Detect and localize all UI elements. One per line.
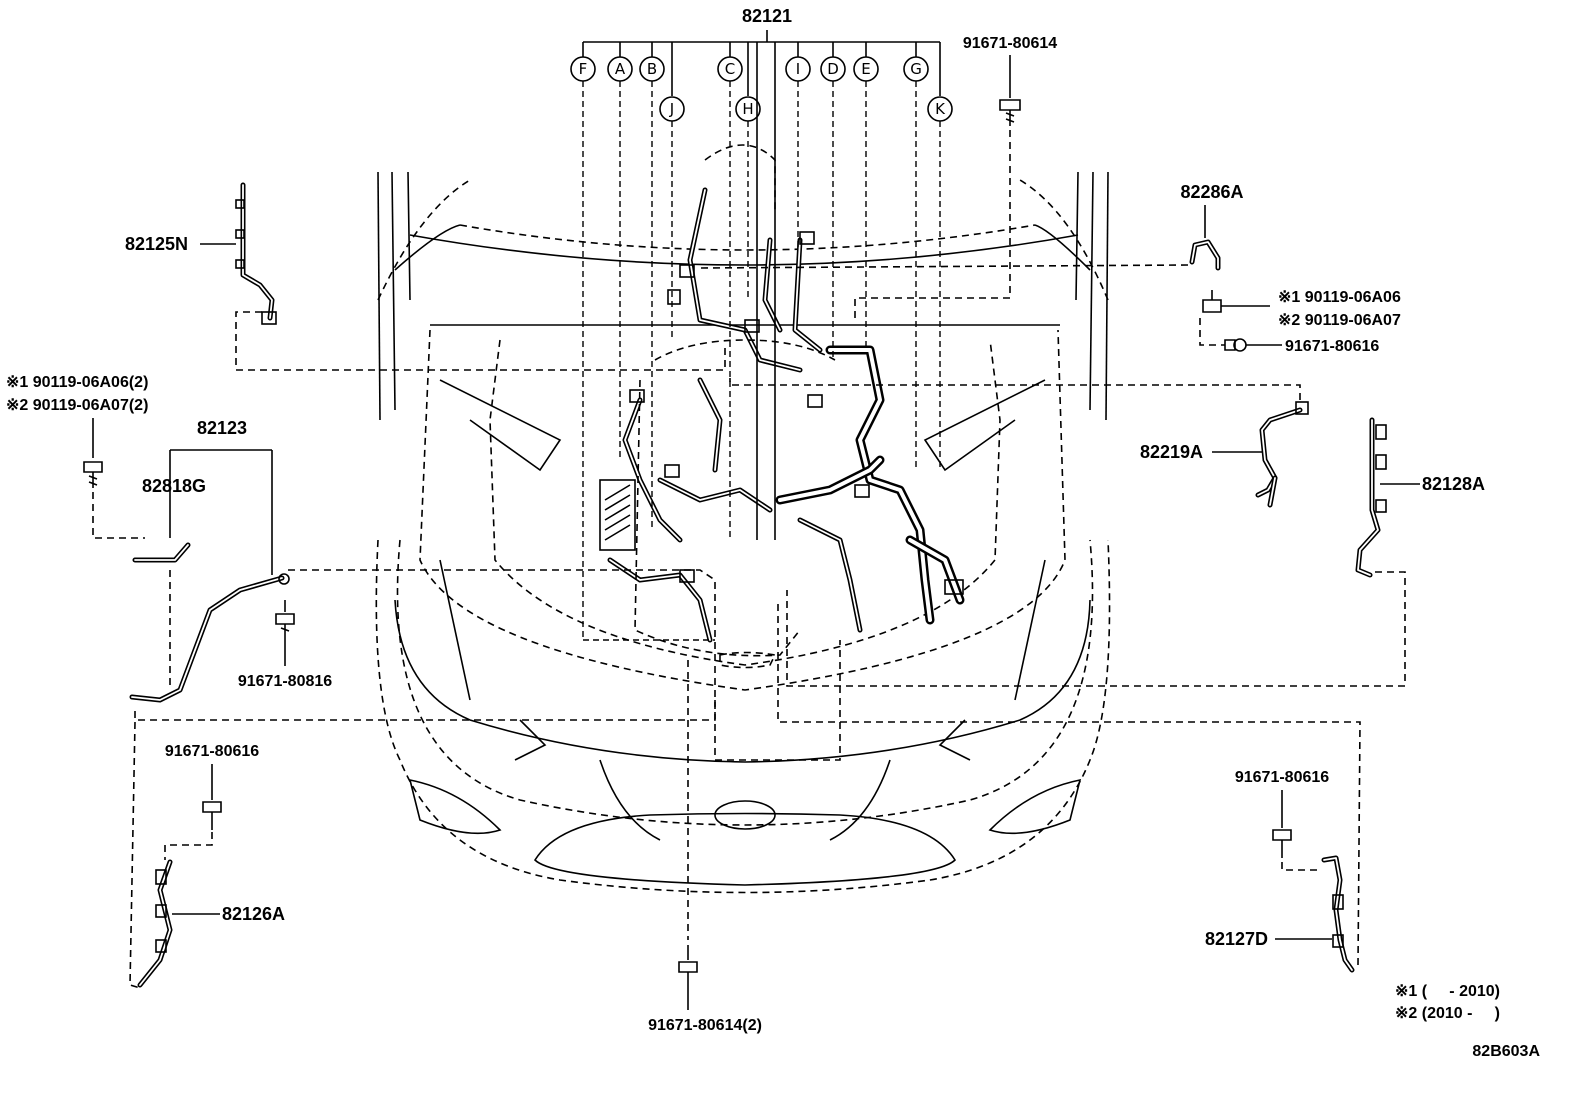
svg-text:A: A bbox=[615, 60, 626, 78]
part-82123: 82123 82818G bbox=[129, 418, 716, 721]
svg-text:F: F bbox=[579, 60, 588, 78]
callout-I: I bbox=[785, 56, 811, 82]
svg-text:※2 90119-06A07: ※2 90119-06A07 bbox=[1278, 312, 1401, 329]
engine-room-harness bbox=[599, 144, 965, 669]
svg-text:82125N: 82125N bbox=[125, 234, 188, 254]
svg-text:C: C bbox=[725, 60, 735, 78]
svg-text:91671-80614(2): 91671-80614(2) bbox=[648, 1017, 762, 1034]
svg-text:※1 90119-06A06: ※1 90119-06A06 bbox=[1278, 289, 1401, 306]
part-82286A: 82286A ※1 90119-06A06 ※2 90119-06A07 916… bbox=[699, 182, 1401, 355]
vehicle-body-outline bbox=[375, 171, 1111, 894]
part-82128A: 82128A bbox=[786, 417, 1485, 687]
svg-text:82126A: 82126A bbox=[222, 904, 285, 924]
callout-bracket-82121 bbox=[582, 30, 941, 641]
svg-text:E: E bbox=[861, 60, 870, 78]
svg-text:91671-80614: 91671-80614 bbox=[963, 35, 1057, 52]
callout-markers: F A B J C H I D E G K bbox=[570, 56, 953, 122]
svg-text:I: I bbox=[796, 60, 800, 78]
callout-D: D bbox=[820, 56, 846, 82]
bolt-left-upper: ※1 90119-06A06(2) ※2 90119-06A07(2) bbox=[6, 374, 148, 539]
callout-G: G bbox=[903, 56, 929, 82]
svg-text:91671-80616: 91671-80616 bbox=[1285, 338, 1379, 355]
svg-text:82127D: 82127D bbox=[1205, 929, 1268, 949]
part-82125N: 82125N bbox=[125, 182, 726, 371]
svg-text:B: B bbox=[647, 60, 657, 78]
bolt-left-mid: 91671-80816 bbox=[238, 600, 332, 690]
svg-text:82128A: 82128A bbox=[1422, 474, 1485, 494]
bolt-top-right: 91671-80614 bbox=[854, 35, 1057, 320]
svg-text:G: G bbox=[910, 60, 922, 78]
callout-F: F bbox=[570, 56, 596, 82]
callout-E: E bbox=[853, 56, 879, 82]
svg-text:D: D bbox=[827, 60, 839, 78]
svg-text:J: J bbox=[669, 100, 674, 118]
svg-text:82219A: 82219A bbox=[1140, 442, 1203, 462]
callout-A: A bbox=[607, 56, 633, 82]
callout-J: J bbox=[659, 96, 685, 122]
svg-text:82123: 82123 bbox=[197, 418, 247, 438]
legend-notes: ※1 ( - 2010) ※2 (2010 - ) bbox=[1395, 983, 1500, 1022]
label-82121: 82121 bbox=[742, 6, 792, 26]
part-82127D: 91671-80616 82127D bbox=[777, 600, 1361, 973]
callout-H: H bbox=[735, 96, 761, 122]
callout-B: B bbox=[639, 56, 665, 82]
svg-text:H: H bbox=[742, 100, 753, 118]
svg-text:※1 ( - 2010): ※1 ( - 2010) bbox=[1395, 983, 1500, 1000]
svg-text:82818G: 82818G bbox=[142, 476, 206, 496]
callout-C: C bbox=[717, 56, 743, 82]
part-82126A: 91671-80616 82126A bbox=[129, 721, 285, 989]
part-82219A: 82219A bbox=[729, 378, 1309, 508]
svg-text:※2 90119-06A07(2): ※2 90119-06A07(2) bbox=[6, 397, 148, 414]
svg-text:91671-80816: 91671-80816 bbox=[238, 673, 332, 690]
svg-text:K: K bbox=[935, 100, 946, 118]
svg-text:91671-80616: 91671-80616 bbox=[1235, 769, 1329, 786]
svg-text:91671-80616: 91671-80616 bbox=[165, 743, 259, 760]
callout-K: K bbox=[927, 96, 953, 122]
svg-text:82286A: 82286A bbox=[1180, 182, 1243, 202]
bolt-bottom-center: 91671-80614(2) bbox=[648, 660, 762, 1034]
diagram-code: 82B603A bbox=[1472, 1043, 1540, 1060]
svg-text:※2 (2010 - ): ※2 (2010 - ) bbox=[1395, 1005, 1500, 1022]
svg-text:※1 90119-06A06(2): ※1 90119-06A06(2) bbox=[6, 374, 148, 391]
